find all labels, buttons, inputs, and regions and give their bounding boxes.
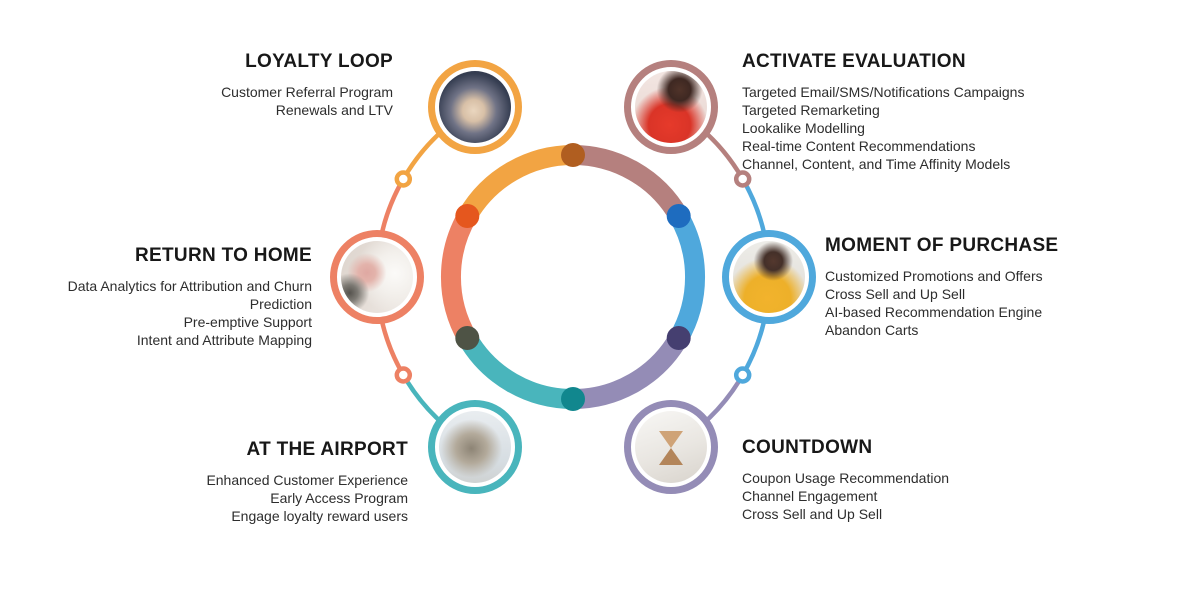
stage-item: Real-time Content Recommendations <box>742 138 976 154</box>
ring-dot-olive <box>455 326 480 350</box>
stage-item: Targeted Email/SMS/Notifications Campaig… <box>742 84 1025 100</box>
connector-ring-icon-blue <box>733 366 752 384</box>
ring-dot-dark-teal <box>561 387 585 411</box>
stage-item: Cross Sell and Up Sell <box>825 286 966 302</box>
stage-title: MOMENT OF PURCHASE <box>825 235 1059 256</box>
stage-countdown: COUNTDOWN Coupon Usage Recommendation Ch… <box>742 436 949 523</box>
stage-item: Customized Promotions and Offers <box>825 268 1043 284</box>
airport-traveler-photo <box>439 411 511 483</box>
hourglass-icon <box>659 431 683 465</box>
stage-title: ACTIVATE EVALUATION <box>742 51 966 72</box>
hourglass-photo <box>635 411 707 483</box>
ring-segment-salmon <box>440 211 477 343</box>
ring-dot-orange-red <box>455 204 480 228</box>
connector-ring-icon-orange <box>394 170 413 188</box>
ring-segment-teal <box>458 332 574 409</box>
stage-item: Cross Sell and Up Sell <box>742 506 883 522</box>
stage-at-the-airport: AT THE AIRPORT Enhanced Customer Experie… <box>206 438 408 525</box>
stage-item: Data Analytics for Attribution and Churn… <box>67 278 312 312</box>
stage-item: Coupon Usage Recommendation <box>742 470 950 486</box>
stage-item: Engage loyalty reward users <box>231 508 408 524</box>
stage-item: Lookalike Modelling <box>742 120 865 136</box>
stage-title: COUNTDOWN <box>742 437 873 458</box>
stage-title: LOYALTY LOOP <box>245 51 393 72</box>
stage-item: Pre-emptive Support <box>183 314 312 330</box>
ring-segment-blue <box>669 211 706 343</box>
stage-item: Intent and Attribute Mapping <box>136 332 312 348</box>
at-the-airport-photo-badge <box>428 400 522 494</box>
handshake-photo <box>439 71 511 143</box>
stage-item: Renewals and LTV <box>275 102 393 118</box>
ring-dot-rust <box>561 143 585 167</box>
activate-evaluation-photo-badge <box>624 60 718 154</box>
woman-at-laptop-photo <box>635 71 707 143</box>
stage-activate-evaluation: ACTIVATE EVALUATION Targeted Email/SMS/N… <box>742 50 1024 173</box>
woman-shopping-photo <box>733 241 805 313</box>
connector-ring-icon-rose <box>733 170 752 188</box>
ring-dot-blue <box>666 204 691 228</box>
stage-title: RETURN TO HOME <box>135 245 312 266</box>
person-in-bed-photo <box>341 241 413 313</box>
stage-item: Channel Engagement <box>742 488 878 504</box>
moment-of-purchase-photo-badge <box>722 230 816 324</box>
stage-item: AI-based Recommendation Engine <box>825 304 1043 320</box>
countdown-photo-badge <box>624 400 718 494</box>
stage-item: Abandon Carts <box>825 322 919 338</box>
ring-segment-purple <box>572 332 688 409</box>
stage-item: Targeted Remarketing <box>742 102 880 118</box>
stage-item: Early Access Program <box>270 490 408 506</box>
loyalty-loop-photo-badge <box>428 60 522 154</box>
stage-item: Customer Referral Program <box>221 84 393 100</box>
return-to-home-photo-badge <box>330 230 424 324</box>
ring-segment-orange <box>458 145 574 222</box>
stage-return-to-home: RETURN TO HOME Data Analytics for Attrib… <box>68 244 312 349</box>
stage-item: Enhanced Customer Experience <box>206 472 408 488</box>
stage-loyalty-loop: LOYALTY LOOP Customer Referral Program R… <box>221 50 393 119</box>
connector-ring-icon-salmon <box>394 366 413 384</box>
stage-item: Channel, Content, and Time Affinity Mode… <box>742 156 1011 172</box>
stage-title: AT THE AIRPORT <box>246 439 408 460</box>
stage-moment-of-purchase: MOMENT OF PURCHASE Customized Promotions… <box>825 234 1058 339</box>
ring-dot-indigo <box>666 326 691 350</box>
ring-segment-rose <box>572 145 688 222</box>
